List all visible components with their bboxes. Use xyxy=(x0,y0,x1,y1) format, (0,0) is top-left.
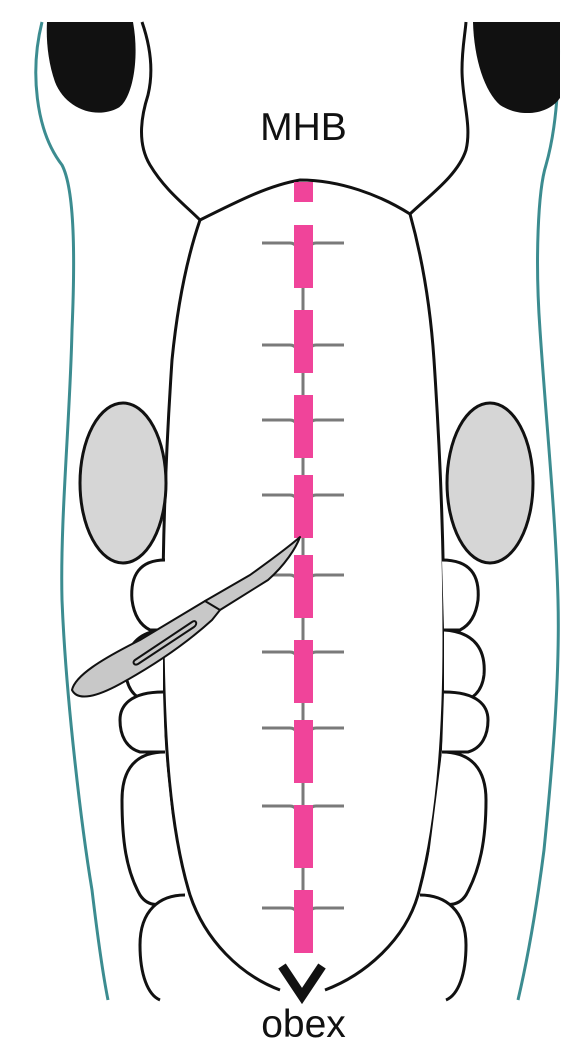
mhb-label: MHB xyxy=(0,106,565,150)
somite-left-5 xyxy=(140,895,185,1000)
otic-vesicle-right xyxy=(447,403,533,563)
somite-right-1 xyxy=(442,560,478,630)
cut-dash xyxy=(294,182,313,202)
somite-right-3 xyxy=(442,692,488,752)
cut-dash xyxy=(294,225,313,288)
cut-dash xyxy=(294,475,313,538)
somite-left-3 xyxy=(120,692,165,752)
cut-dash xyxy=(294,310,313,373)
cut-dash xyxy=(294,555,313,618)
chevron-down-icon xyxy=(282,966,322,996)
somite-right-5 xyxy=(420,895,466,1000)
otic-vesicle-left xyxy=(80,403,166,563)
cut-dash xyxy=(294,640,313,703)
obex-label: obex xyxy=(0,1003,565,1047)
eye-left xyxy=(47,22,136,113)
cut-dash xyxy=(294,395,313,458)
scalpel-icon xyxy=(72,537,300,697)
somite-left-4 xyxy=(122,752,180,904)
somite-right-4 xyxy=(424,752,486,904)
cut-dash xyxy=(294,890,313,953)
eye-right xyxy=(473,22,560,113)
cut-dash xyxy=(294,720,313,783)
cut-dash xyxy=(294,805,313,868)
somite-left-1 xyxy=(132,560,165,630)
